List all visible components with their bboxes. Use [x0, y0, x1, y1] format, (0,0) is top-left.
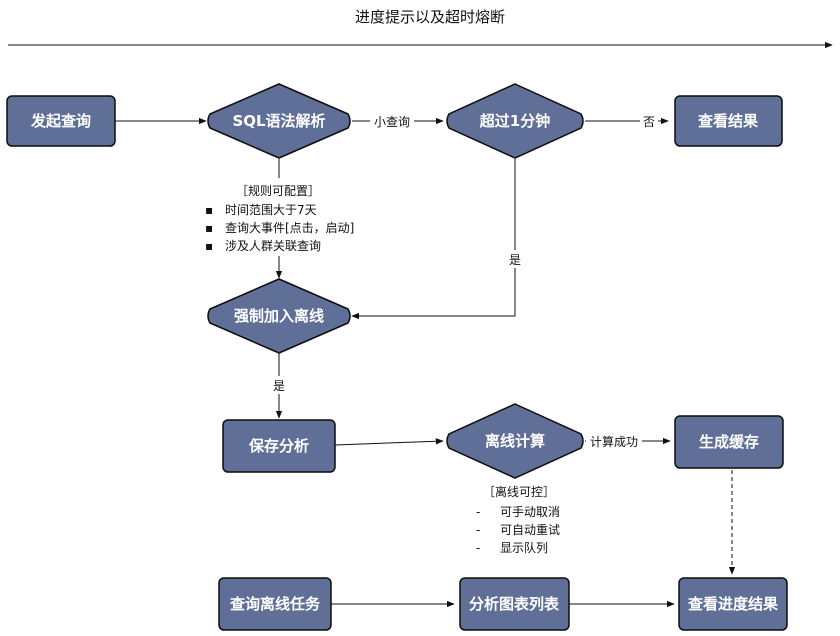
node-over-1-minute: 超过1分钟: [446, 83, 584, 159]
edge-label-yes-offline: 是: [273, 379, 285, 393]
note-rules-item: 时间范围大于7天: [225, 203, 317, 217]
dash-icon: -: [476, 505, 480, 519]
node-view-result: 查看结果: [674, 95, 783, 147]
svg-text:查询离线任务: 查询离线任务: [230, 595, 321, 613]
node-gen-cache: 生成缓存: [674, 415, 784, 469]
svg-text:查看进度结果: 查看进度结果: [688, 595, 779, 613]
bullet-icon: ▪: [205, 221, 213, 235]
note-rules: ［规则可配置］ ▪ 时间范围大于7天 ▪ 查询大事件[点击，启动] ▪ 涉及人群…: [196, 178, 376, 256]
dash-icon: -: [476, 541, 480, 555]
note-offline-item: 可手动取消: [500, 505, 560, 519]
node-start-query: 发起查询: [6, 95, 116, 147]
dash-icon: -: [476, 523, 480, 537]
node-query-offline-tasks: 查询离线任务: [218, 577, 332, 631]
node-offline-compute: 离线计算: [446, 403, 584, 479]
note-offline-item: 可自动重试: [500, 522, 560, 537]
edge-label-yes-timeout: 是: [509, 253, 521, 267]
bullet-icon: ▪: [205, 203, 213, 217]
node-sql-parse: SQL语法解析: [207, 83, 351, 159]
note-offline: ［离线可控］ - 可手动取消 - 可自动重试 - 显示队列: [476, 484, 560, 555]
edge-timeout-to-force-offline: [351, 159, 516, 320]
note-rules-item: 查询大事件[点击，启动]: [225, 221, 354, 235]
bullet-icon: ▪: [205, 239, 213, 253]
svg-text:SQL语法解析: SQL语法解析: [232, 112, 325, 130]
edge-label-small-query: 小查询: [374, 115, 410, 129]
node-view-progress-result: 查看进度结果: [678, 577, 788, 631]
svg-text:发起查询: 发起查询: [30, 112, 91, 130]
node-save-analysis: 保存分析: [222, 419, 336, 473]
edge-save-to-compute: [334, 438, 444, 446]
svg-text:超过1分钟: 超过1分钟: [479, 112, 550, 130]
node-force-offline: 强制加入离线: [207, 278, 351, 354]
svg-text:离线计算: 离线计算: [485, 432, 545, 450]
note-rules-title: ［规则可配置］: [236, 183, 320, 198]
note-offline-title: ［离线可控］: [483, 484, 555, 499]
svg-text:生成缓存: 生成缓存: [699, 433, 759, 451]
edge-label-compute-success: 计算成功: [590, 434, 638, 449]
node-analysis-chart-list: 分析图表列表: [459, 577, 570, 631]
edge-label-no: 否: [643, 115, 655, 129]
diagram-title: 进度提示以及超时熔断: [355, 8, 505, 26]
svg-text:分析图表列表: 分析图表列表: [469, 595, 560, 613]
svg-text:保存分析: 保存分析: [248, 437, 309, 455]
note-offline-item: 显示队列: [500, 540, 548, 555]
svg-text:查看结果: 查看结果: [698, 112, 759, 130]
note-rules-item: 涉及人群关联查询: [225, 239, 321, 253]
svg-text:强制加入离线: 强制加入离线: [234, 307, 324, 325]
